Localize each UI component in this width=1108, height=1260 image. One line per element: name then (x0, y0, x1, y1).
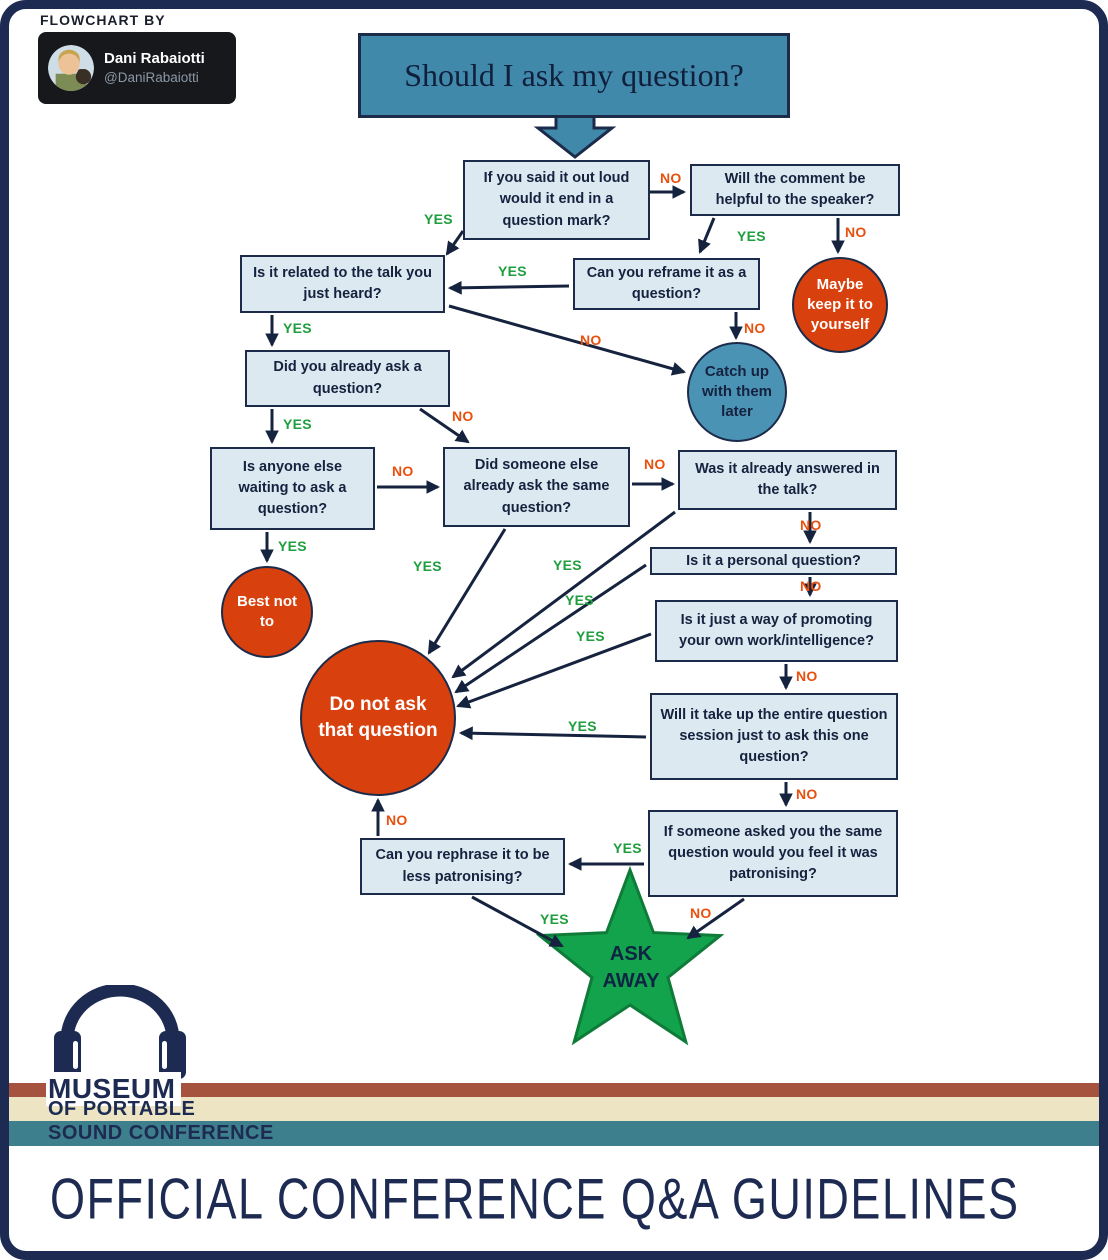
label-no-related-catchup: NO (580, 332, 602, 348)
label-yes-patronising-rephrase: YES (613, 840, 642, 856)
label-no-waiting-someoneelse: NO (392, 463, 414, 479)
outcome-catch-up: Catch up with them later (687, 342, 787, 442)
edge-alreadyasked-someoneelse (419, 407, 470, 444)
label-no-alreadyasked-someoneelse: NO (452, 408, 474, 424)
author-text: Dani Rabaiotti @DaniRabaiotti (104, 49, 205, 86)
node-rephrase: Can you rephrase it to be less patronisi… (360, 838, 565, 895)
label-yes-someoneelse-donotask: YES (413, 558, 442, 574)
flowchart-title: Should I ask my question? (358, 33, 790, 118)
node-said-out-loud: If you said it out loud would it end in … (463, 160, 650, 240)
label-no-helpful-maybe: NO (845, 224, 867, 240)
label-no-session-patronising: NO (796, 786, 818, 802)
outcome-maybe-keep: Maybe keep it to yourself (792, 257, 888, 353)
node-helpful-comment: Will the comment be helpful to the speak… (690, 164, 900, 216)
headphones-icon (54, 985, 186, 1079)
edge-answered-donotask (451, 510, 676, 679)
label-yes-alreadyasked-waiting: YES (283, 416, 312, 432)
label-yes-personal-donotask: YES (565, 592, 594, 608)
node-entire-session: Will it take up the entire question sess… (650, 693, 898, 780)
node-personal-question: Is it a personal question? (650, 547, 897, 575)
label-yes-answered-donotask: YES (553, 557, 582, 573)
node-anyone-waiting: Is anyone else waiting to ask a question… (210, 447, 375, 530)
label-no-personal-promoting: NO (800, 578, 822, 594)
edge-session-donotask (458, 726, 647, 741)
edge-patronising-askaway (686, 897, 745, 940)
stripe-cream (0, 1097, 1108, 1121)
label-yes-questionmark-related: YES (424, 211, 453, 227)
org-name-line3: SOUND CONFERENCE (48, 1122, 274, 1144)
stripe-brick (0, 1083, 1108, 1097)
label-no-questionmark-helpful: NO (660, 170, 682, 186)
label-no-someoneelse-answered: NO (644, 456, 666, 472)
conference-guidelines-headline: OFFICIAL CONFERENCE Q&A GUIDELINES (50, 1166, 1020, 1232)
node-already-asked: Did you already ask a question? (245, 350, 450, 407)
edge-someoneelse-donotask (427, 528, 507, 655)
label-yes-helpful-reframe: YES (737, 228, 766, 244)
author-card: Dani Rabaiotti @DaniRabaiotti (38, 32, 236, 104)
node-related-talk: Is it related to the talk you just heard… (240, 255, 445, 313)
outcome-ask-away: ASK AWAY (602, 943, 660, 992)
label-no-promoting-session: NO (796, 668, 818, 684)
edge-promoting-donotask (456, 632, 652, 709)
node-reframe: Can you reframe it as a question? (573, 258, 760, 310)
edge-related-catchup (448, 304, 686, 376)
org-name-line2: OF PORTABLE (48, 1098, 196, 1120)
edge-questionmark-related (445, 230, 465, 256)
edge-reframe-related (447, 280, 570, 295)
node-already-answered: Was it already answered in the talk? (678, 450, 897, 510)
node-promoting: Is it just a way of promoting your own w… (655, 600, 898, 662)
label-yes-session-donotask: YES (568, 718, 597, 734)
label-no-patronising-askaway: NO (690, 905, 712, 921)
node-someone-else-asked: Did someone else already ask the same qu… (443, 447, 630, 527)
label-no-reframe-catchup: NO (744, 320, 766, 336)
label-yes-related-alreadyasked: YES (283, 320, 312, 336)
label-no-answered-personal: NO (800, 517, 822, 533)
label-yes-waiting-bestnot: YES (278, 538, 307, 554)
label-no-rephrase-donotask: NO (386, 812, 408, 828)
author-name: Dani Rabaiotti (104, 50, 205, 68)
org-name-line1: MUSEUM (46, 1072, 182, 1106)
flowchart-by-label: FLOWCHART BY (40, 12, 166, 28)
avatar-illustration (48, 45, 94, 91)
outcome-do-not-ask: Do not ask that question (300, 640, 456, 796)
node-patronising: If someone asked you the same question w… (648, 810, 898, 897)
outcome-best-not: Best not to (221, 566, 313, 658)
author-handle: @DaniRabaiotti (104, 69, 199, 85)
edge-rephrase-askaway (471, 895, 564, 948)
label-yes-promoting-donotask: YES (576, 628, 605, 644)
stripe-teal (0, 1121, 1108, 1146)
label-yes-rephrase-askaway: YES (540, 911, 569, 927)
edge-helpful-reframe (698, 217, 716, 254)
edge-personal-donotask (454, 563, 647, 694)
author-avatar (48, 45, 94, 91)
title-down-arrow (533, 112, 617, 159)
label-yes-reframe-related: YES (498, 263, 527, 279)
